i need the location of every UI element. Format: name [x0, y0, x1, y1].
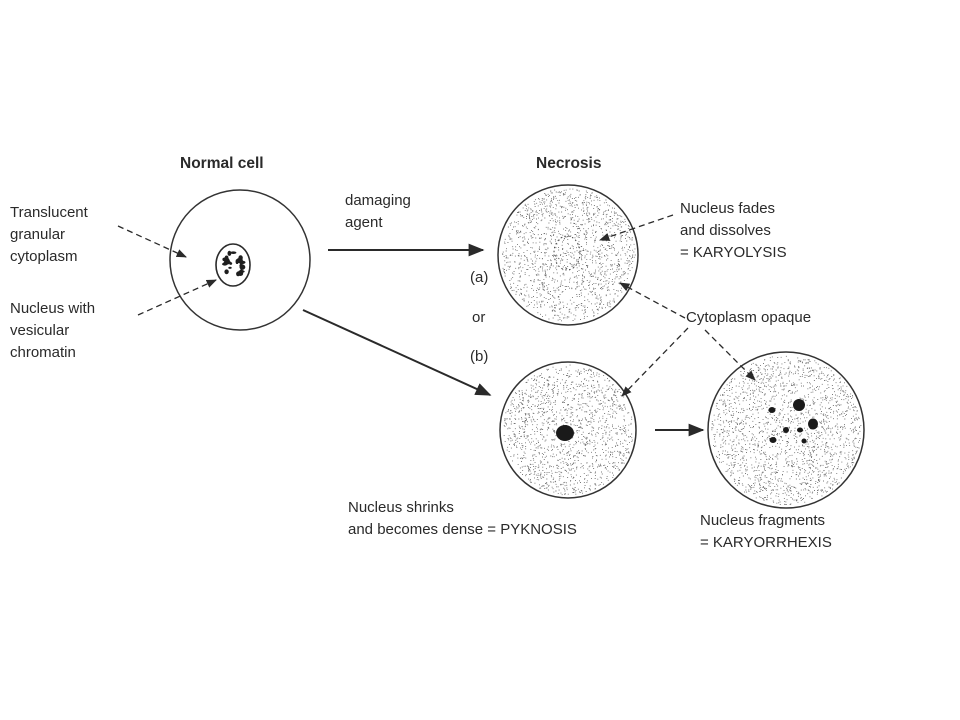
label-translucent-line2: granular — [10, 226, 66, 243]
chromatin-clump — [222, 257, 226, 262]
chromatin-clump — [227, 261, 231, 264]
chromatin-clump — [228, 266, 232, 269]
chromatin-clump — [224, 255, 229, 260]
label-karyolysis-line1: Nucleus fades — [680, 200, 776, 217]
label-karyolysis-line3: = KARYOLYSIS — [680, 244, 787, 261]
pointer-cytoplasm-c — [704, 329, 756, 381]
chromatin-clump — [224, 269, 229, 275]
label-translucent-line1: Translucent — [10, 204, 88, 221]
label-karyorrhexis-line1: Nucleus fragments — [700, 512, 826, 529]
pointer-translucent — [117, 225, 187, 258]
arrow-path-b — [302, 309, 492, 396]
karyorrhexis-cell — [707, 351, 865, 509]
pointer-karyolysis — [599, 214, 674, 241]
chromatin-clump — [230, 251, 237, 254]
label-karyorrhexis-line2: = KARYORRHEXIS — [700, 534, 832, 551]
karyolysis-cell — [497, 184, 639, 326]
chromatin-clump — [236, 257, 243, 264]
cytoplasm-stipple — [502, 188, 636, 322]
pyknotic-nucleus — [556, 425, 574, 441]
label-translucent-line3: cytoplasm — [10, 248, 78, 265]
chromatin-clump — [227, 250, 232, 256]
label-or: or — [472, 309, 486, 326]
pointer-cytoplasm-a — [619, 282, 686, 319]
vesicular-nucleus — [215, 243, 251, 287]
pointer-nucleus-vesicular — [137, 279, 217, 316]
label-damaging-line1: damaging — [345, 192, 411, 209]
label-damaging-line2: agent — [345, 214, 383, 231]
normal-cell — [169, 189, 311, 331]
nuclear-fragments — [768, 399, 818, 444]
label-path-b: (b) — [470, 348, 489, 365]
label-cytoplasm-opaque: Cytoplasm opaque — [686, 309, 812, 326]
label-nucleus-vesicular-line2: vesicular — [10, 322, 70, 339]
label-pyknosis-line1: Nucleus shrinks — [348, 499, 454, 516]
pointer-cytoplasm-b — [621, 327, 689, 397]
label-pyknosis-line2: and becomes dense = PYKNOSIS — [348, 521, 577, 538]
necrosis-title: Necrosis — [536, 155, 602, 172]
normal-cell-title: Normal cell — [180, 155, 264, 172]
chromatin-clump — [239, 269, 243, 275]
fading-nucleus — [553, 235, 581, 271]
chromatin-clump — [236, 271, 241, 277]
label-path-a: (a) — [470, 269, 489, 286]
pyknosis-cell — [499, 361, 637, 499]
label-nucleus-vesicular-line3: chromatin — [10, 344, 76, 361]
label-nucleus-vesicular-line1: Nucleus with — [10, 300, 96, 317]
label-karyolysis-line2: and dissolves — [680, 222, 771, 239]
